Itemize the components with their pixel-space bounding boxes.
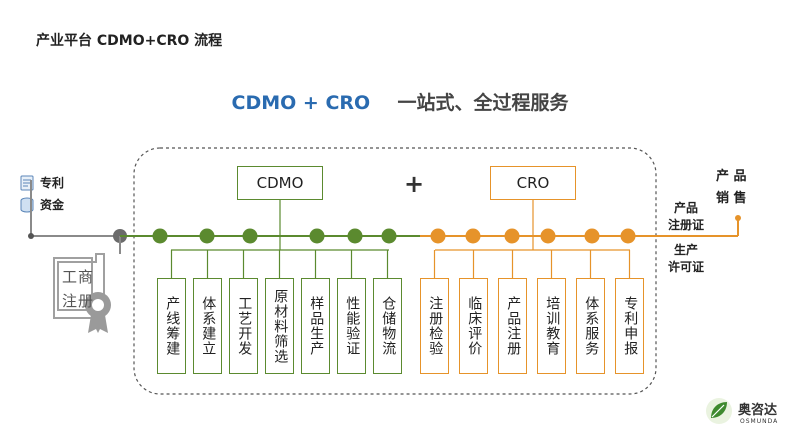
cro-item: 培训教育	[537, 278, 566, 374]
legend-patent-label: 专利	[40, 176, 65, 190]
logo-sub: OSMUNDA	[740, 418, 779, 425]
leaf-logo-icon	[706, 398, 732, 424]
cdmo-timeline-node	[242, 228, 258, 244]
cro-timeline-node	[620, 228, 636, 244]
cro-item: 体系服务	[576, 278, 605, 374]
cro-timeline-node	[540, 228, 556, 244]
cro-item: 产品注册	[498, 278, 527, 374]
service-frame	[133, 147, 657, 395]
registration-cert-line-1: 产品	[674, 201, 699, 215]
cert-char-2: 商	[78, 268, 94, 286]
logo-name: 奥咨达	[738, 403, 778, 418]
cdmo-timeline-node	[347, 228, 363, 244]
cdmo-item: 原材料筛选	[265, 278, 294, 374]
cert-char-4: 册	[78, 292, 94, 310]
product-sales-line-2: 销 售	[716, 191, 747, 207]
certificate-seal-icon	[85, 292, 111, 333]
cdmo-timeline-node	[381, 228, 397, 244]
cro-timeline-node	[430, 228, 446, 244]
plus-sign: +	[404, 170, 424, 198]
cro-timeline-node	[584, 228, 600, 244]
cdmo-item: 工艺开发	[229, 278, 258, 374]
start-bracket	[30, 180, 120, 237]
legend-funds-label: 资金	[40, 198, 65, 212]
production-license-line-1: 生产	[674, 243, 699, 257]
headline-highlight: CDMO + CRO	[231, 92, 371, 114]
cro-timeline-node	[504, 228, 520, 244]
cro-box: CRO	[490, 166, 576, 200]
cro-item: 专利申报	[615, 278, 644, 374]
production-license-line-2: 许可证	[668, 260, 705, 275]
headline-rest: 一站式、全过程服务	[397, 92, 569, 114]
sales-dot	[735, 215, 741, 221]
page-title: 产业平台 CDMO+CRO 流程	[36, 33, 223, 49]
cdmo-item: 性能验证	[337, 278, 366, 374]
cdmo-item: 样品生产	[301, 278, 330, 374]
product-sales-label: 产 品 销 售	[716, 166, 747, 210]
registration-cert-line-2: 注册证	[668, 218, 705, 233]
cro-timeline-node	[465, 228, 481, 244]
cdmo-item: 产线筹建	[157, 278, 186, 374]
cro-item: 注册检验	[420, 278, 449, 374]
registration-cert-label: 产品 注册证	[668, 200, 704, 235]
cert-char-3: 注	[62, 292, 78, 310]
cdmo-item: 仓储物流	[373, 278, 402, 374]
cdmo-timeline-node	[152, 228, 168, 244]
product-sales-line-1: 产 品	[716, 169, 747, 184]
cro-item: 临床评价	[459, 278, 488, 374]
cdmo-timeline-node	[309, 228, 325, 244]
cert-char-1: 工	[62, 268, 78, 286]
cdmo-item: 体系建立	[193, 278, 222, 374]
start-dot	[28, 233, 34, 239]
cdmo-timeline-node	[199, 228, 215, 244]
cdmo-box: CDMO	[237, 166, 323, 200]
production-license-label: 生产 许可证	[668, 242, 704, 277]
headline: CDMO + CRO 一站式、全过程服务	[0, 88, 800, 115]
